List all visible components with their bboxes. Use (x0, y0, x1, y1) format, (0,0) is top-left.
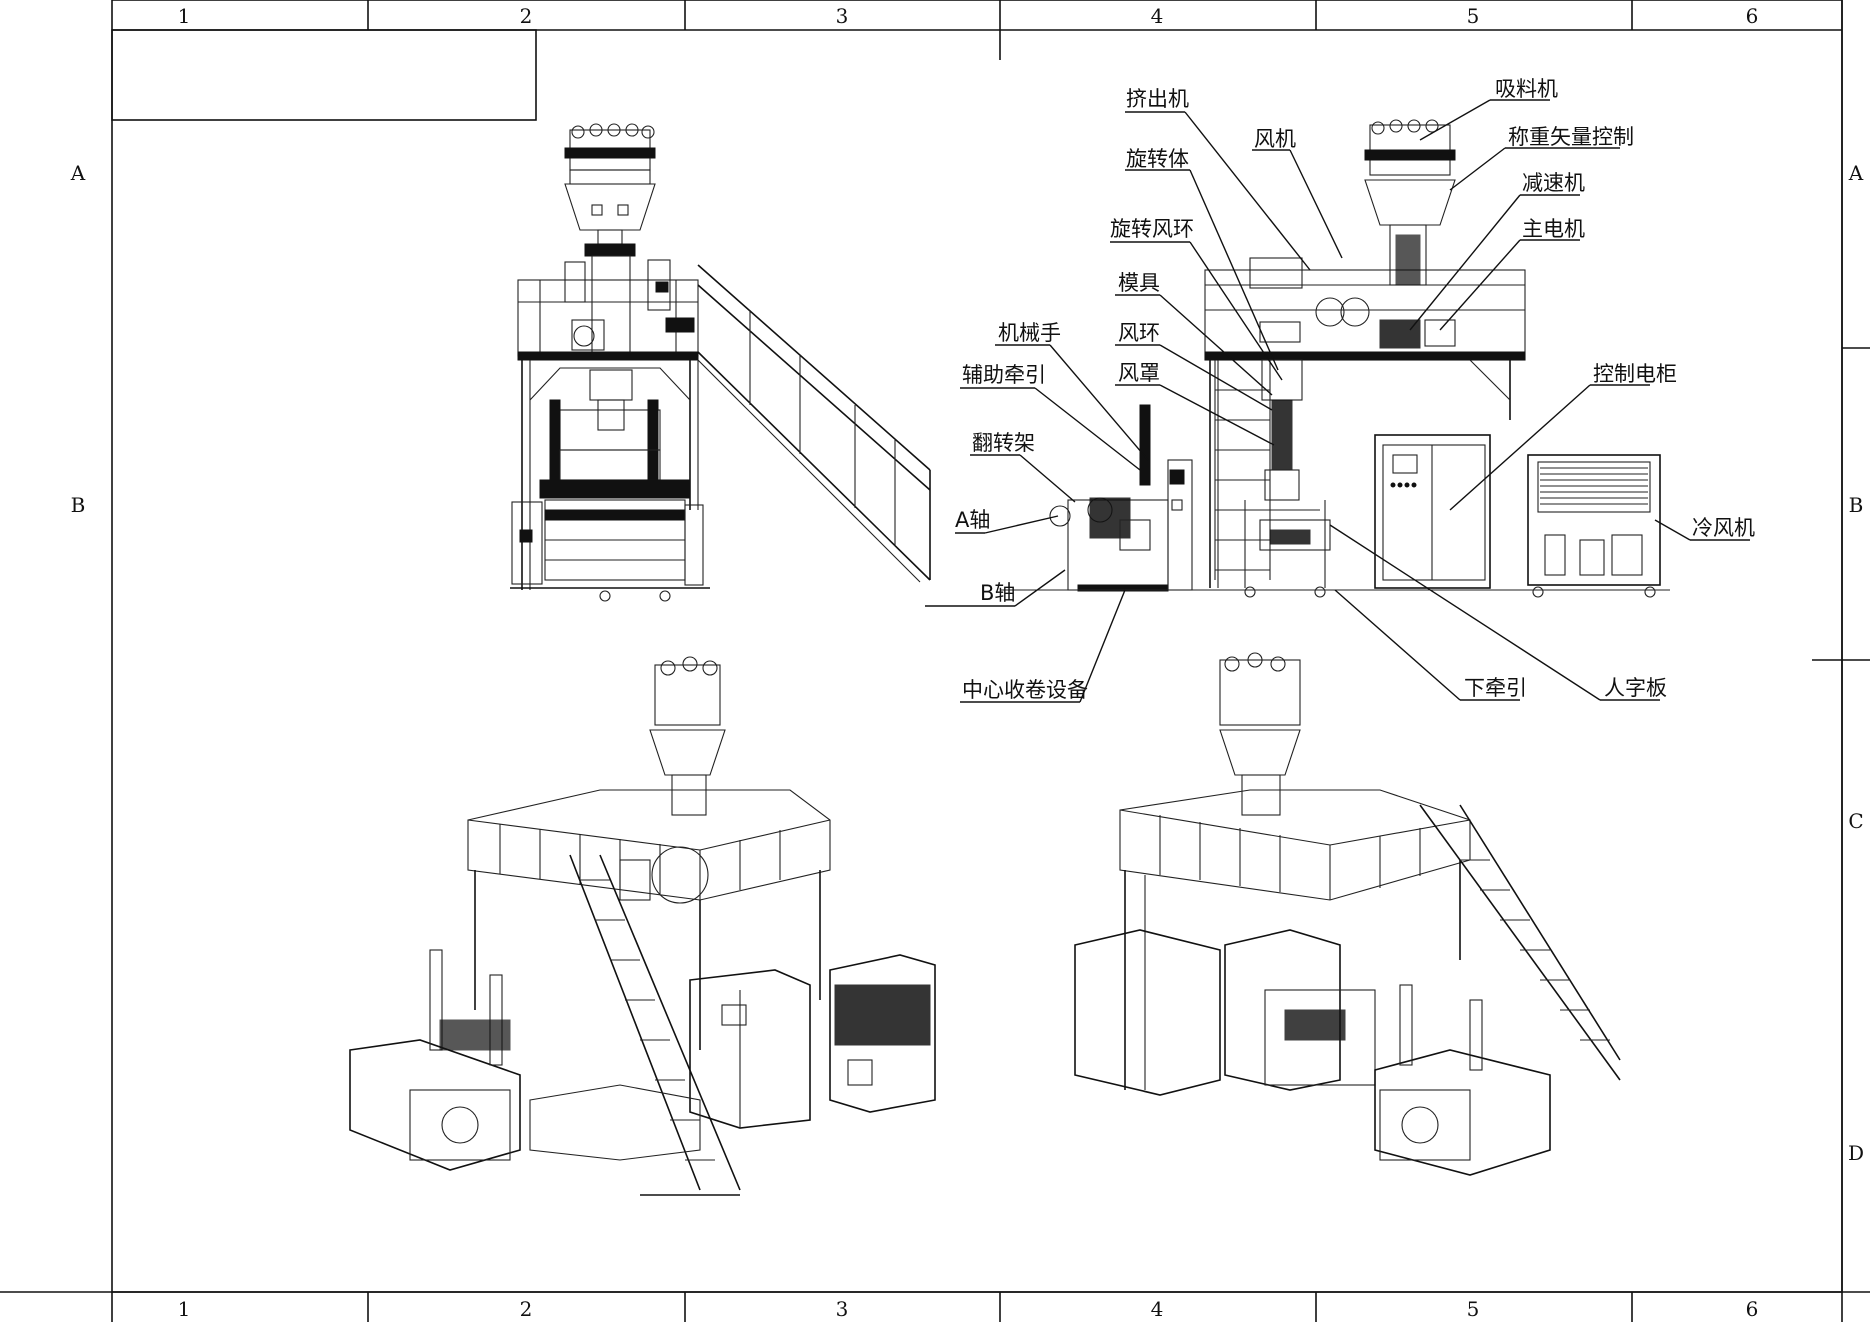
column-labels-bottom: 1 2 3 4 5 6 (178, 1297, 1759, 1321)
col-label: 4 (1151, 1297, 1164, 1321)
callout-rotator: 旋转体 (1126, 147, 1189, 171)
callout-lower-haul-off: 下牵引 (1464, 676, 1527, 700)
callout-main-motor: 主电机 (1522, 217, 1585, 241)
front-view-machine (1000, 119, 1670, 598)
control-cabinet (1374, 434, 1491, 589)
iso-view-right (1074, 652, 1621, 1176)
col-label: 4 (1151, 4, 1164, 28)
callout-manipulator: 机械手 (998, 321, 1061, 345)
callout-b-shaft: B轴 (980, 581, 1015, 605)
callout-aux-haul-off: 辅助牵引 (962, 363, 1046, 387)
callout-suction-loader: 吸料机 (1495, 77, 1558, 101)
col-label: 1 (178, 1297, 191, 1321)
callout-blower: 风机 (1254, 127, 1296, 151)
row-label: D (1848, 1141, 1864, 1165)
side-view-stair (697, 264, 931, 583)
row-labels-right: A B C D (1848, 161, 1864, 1165)
cooler-unit (1527, 454, 1661, 598)
column-labels-top: 1 2 3 4 5 6 (178, 4, 1759, 28)
callout-control-cabinet: 控制电柜 (1593, 362, 1677, 386)
callout-leader-lines (925, 99, 1750, 703)
side-view-platform (517, 279, 699, 361)
center-winder-device (1049, 404, 1193, 592)
col-label: 6 (1746, 1297, 1759, 1321)
callout-gravimetric-control: 称重矢量控制 (1508, 125, 1634, 149)
row-label: B (1849, 493, 1864, 517)
col-label: 5 (1467, 4, 1480, 28)
hopper-cluster (564, 123, 656, 257)
callout-rotary-air-ring: 旋转风环 (1110, 217, 1194, 241)
front-view-tower (1204, 119, 1526, 598)
callout-die: 模具 (1118, 271, 1160, 295)
col-label: 3 (836, 4, 849, 28)
side-view-machine (510, 123, 931, 602)
col-label: 2 (520, 4, 533, 28)
callout-air-ring: 风环 (1118, 321, 1160, 345)
col-label: 5 (1467, 1297, 1480, 1321)
callout-a-shaft: A轴 (955, 508, 990, 532)
col-label: 3 (836, 1297, 849, 1321)
row-label: A (70, 161, 86, 185)
row-label: C (1848, 809, 1863, 833)
callout-flip-frame: 翻转架 (972, 431, 1035, 455)
row-label: B (71, 493, 86, 517)
callout-labels: 挤出机 吸料机 风机 称重矢量控制 旋转体 减速机 旋转风环 主电机 模具 机械… (955, 77, 1755, 702)
callout-a-frame-board: 人字板 (1604, 676, 1667, 700)
row-label: A (1848, 161, 1864, 185)
col-label: 6 (1746, 4, 1759, 28)
row-labels-left: A B (70, 161, 86, 517)
iso-view-left (349, 656, 936, 1196)
callout-center-winder: 中心收卷设备 (962, 678, 1088, 702)
col-label: 2 (520, 1297, 533, 1321)
callout-air-hood: 风罩 (1118, 361, 1160, 385)
callout-extruder: 挤出机 (1126, 87, 1189, 111)
callout-reducer: 减速机 (1522, 171, 1585, 195)
callout-cooler: 冷风机 (1692, 516, 1755, 540)
col-label: 1 (178, 4, 191, 28)
